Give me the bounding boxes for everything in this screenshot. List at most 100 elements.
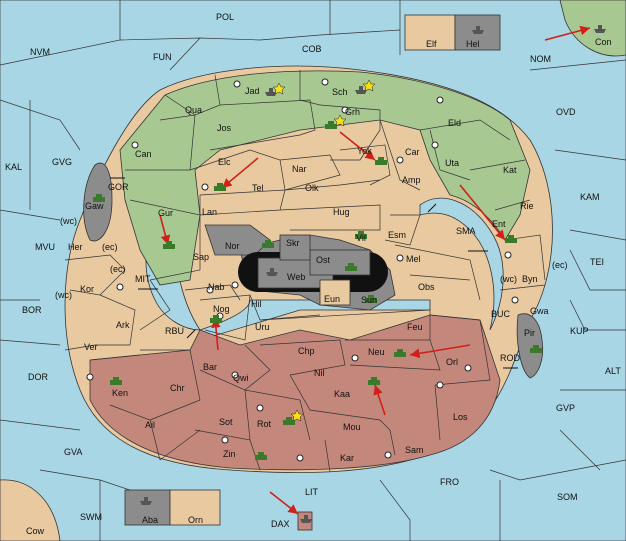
province-label[interactable]: Zin <box>223 449 236 459</box>
province-label[interactable]: Sch <box>332 87 348 97</box>
army-unit[interactable] <box>530 345 542 353</box>
province-label[interactable]: Ost <box>316 255 331 265</box>
province-label[interactable]: Obs <box>418 282 435 292</box>
province-label[interactable]: Gur <box>158 208 173 218</box>
province-label[interactable]: Feu <box>407 322 423 332</box>
province-label[interactable]: Web <box>287 272 305 282</box>
province-label[interactable]: Elf <box>426 39 437 49</box>
province-label[interactable]: Orn <box>188 515 203 525</box>
province-orn[interactable] <box>169 489 221 526</box>
army-unit[interactable] <box>110 377 122 385</box>
province-label[interactable]: Jad <box>245 86 260 96</box>
province-label[interactable]: Gaw <box>85 201 104 211</box>
province-label[interactable]: Jos <box>217 123 232 133</box>
province-label[interactable]: Cow <box>26 526 45 536</box>
fleet-unit[interactable] <box>300 515 312 523</box>
province-label[interactable]: Byn <box>522 274 538 284</box>
army-unit[interactable] <box>375 157 387 165</box>
province-gaw[interactable] <box>83 162 113 242</box>
province-label[interactable]: Uta <box>445 158 459 168</box>
fleet-unit[interactable] <box>265 88 277 96</box>
province-label[interactable]: Tel <box>252 183 264 193</box>
province-label[interactable]: Gwa <box>530 306 549 316</box>
province-label[interactable]: Yok <box>357 146 372 156</box>
province-label[interactable]: Rie <box>520 201 534 211</box>
province-label[interactable]: Olk <box>305 183 319 193</box>
army-unit[interactable] <box>163 241 175 249</box>
province-label[interactable]: Mel <box>406 254 421 264</box>
province-label[interactable]: Nil <box>314 368 325 378</box>
province-label[interactable]: Los <box>453 412 468 422</box>
province-label[interactable]: Elc <box>218 157 231 167</box>
army-unit[interactable] <box>93 194 105 202</box>
province-label[interactable]: Nab <box>208 282 225 292</box>
province-label[interactable]: Mou <box>343 422 361 432</box>
province-label[interactable]: Bar <box>203 362 217 372</box>
province-label[interactable]: Ken <box>112 388 128 398</box>
province-aba[interactable] <box>124 489 171 526</box>
army-unit[interactable] <box>210 315 222 323</box>
army-unit[interactable] <box>505 235 517 243</box>
province-label[interactable]: Lan <box>202 207 217 217</box>
province-label[interactable]: Eld <box>448 118 461 128</box>
province-label[interactable]: Ent <box>492 219 506 229</box>
province-label[interactable]: Vil <box>356 233 366 243</box>
army-unit[interactable] <box>325 121 337 129</box>
province-label[interactable]: Ail <box>145 420 155 430</box>
province-label[interactable]: Ver <box>84 342 98 352</box>
fleet-unit[interactable] <box>140 497 152 505</box>
fleet-unit[interactable] <box>594 25 606 33</box>
province-label[interactable]: Eun <box>324 294 340 304</box>
fleet-unit[interactable] <box>472 26 484 34</box>
army-unit[interactable] <box>355 231 367 239</box>
province-label[interactable]: Rot <box>257 419 272 429</box>
province-label[interactable]: Neu <box>368 347 385 357</box>
province-label[interactable]: Sam <box>405 445 424 455</box>
army-unit[interactable] <box>214 183 226 191</box>
province-label[interactable]: Sun <box>361 295 377 305</box>
province-label[interactable]: Con <box>595 37 612 47</box>
fleet-unit[interactable] <box>266 268 278 276</box>
province-label[interactable]: Ark <box>116 320 130 330</box>
army-unit[interactable] <box>283 417 295 425</box>
province-pir[interactable] <box>516 313 544 379</box>
province-label[interactable]: Grh <box>345 107 360 117</box>
province-label[interactable]: Chp <box>298 346 315 356</box>
province-label[interactable]: Nar <box>292 164 307 174</box>
province-label[interactable]: Hug <box>333 207 350 217</box>
province-label[interactable]: Kat <box>503 165 517 175</box>
province-label[interactable]: Hil <box>251 299 262 309</box>
army-unit[interactable] <box>345 263 357 271</box>
army-unit[interactable] <box>368 377 380 385</box>
province-label[interactable]: Chr <box>170 383 185 393</box>
province-label[interactable]: Amp <box>402 175 421 185</box>
province-label[interactable]: DAX <box>271 519 290 529</box>
army-unit[interactable] <box>394 349 406 357</box>
province-label[interactable]: Kor <box>80 284 94 294</box>
province-label[interactable]: Nor <box>225 241 240 251</box>
province-ost[interactable] <box>309 249 371 276</box>
province-label[interactable]: Skr <box>286 238 300 248</box>
province-label[interactable]: Kaa <box>334 389 350 399</box>
province-skr[interactable] <box>279 234 311 261</box>
army-unit[interactable] <box>262 240 274 248</box>
province-label[interactable]: Uru <box>255 322 270 332</box>
province-label[interactable]: Sap <box>193 252 209 262</box>
province-label[interactable]: Can <box>135 149 152 159</box>
province-label[interactable]: Hel <box>466 39 480 49</box>
province-label[interactable]: Orl <box>446 357 458 367</box>
province-label[interactable]: Pir <box>524 328 535 338</box>
province-label[interactable]: Her <box>68 242 83 252</box>
province-label[interactable]: Nog <box>213 304 230 314</box>
fleet-unit[interactable] <box>355 86 367 94</box>
army-unit[interactable] <box>255 452 267 460</box>
province-label[interactable]: Car <box>405 147 420 157</box>
province-eun[interactable] <box>319 279 351 306</box>
province-label[interactable]: Qua <box>185 105 202 115</box>
army-unit[interactable] <box>365 295 377 303</box>
province-label[interactable]: Sot <box>219 417 233 427</box>
province-label[interactable]: Aba <box>142 515 158 525</box>
province-label[interactable]: Esm <box>388 230 406 240</box>
province-label[interactable]: Kar <box>340 453 354 463</box>
province-label[interactable]: Qwi <box>233 373 249 383</box>
